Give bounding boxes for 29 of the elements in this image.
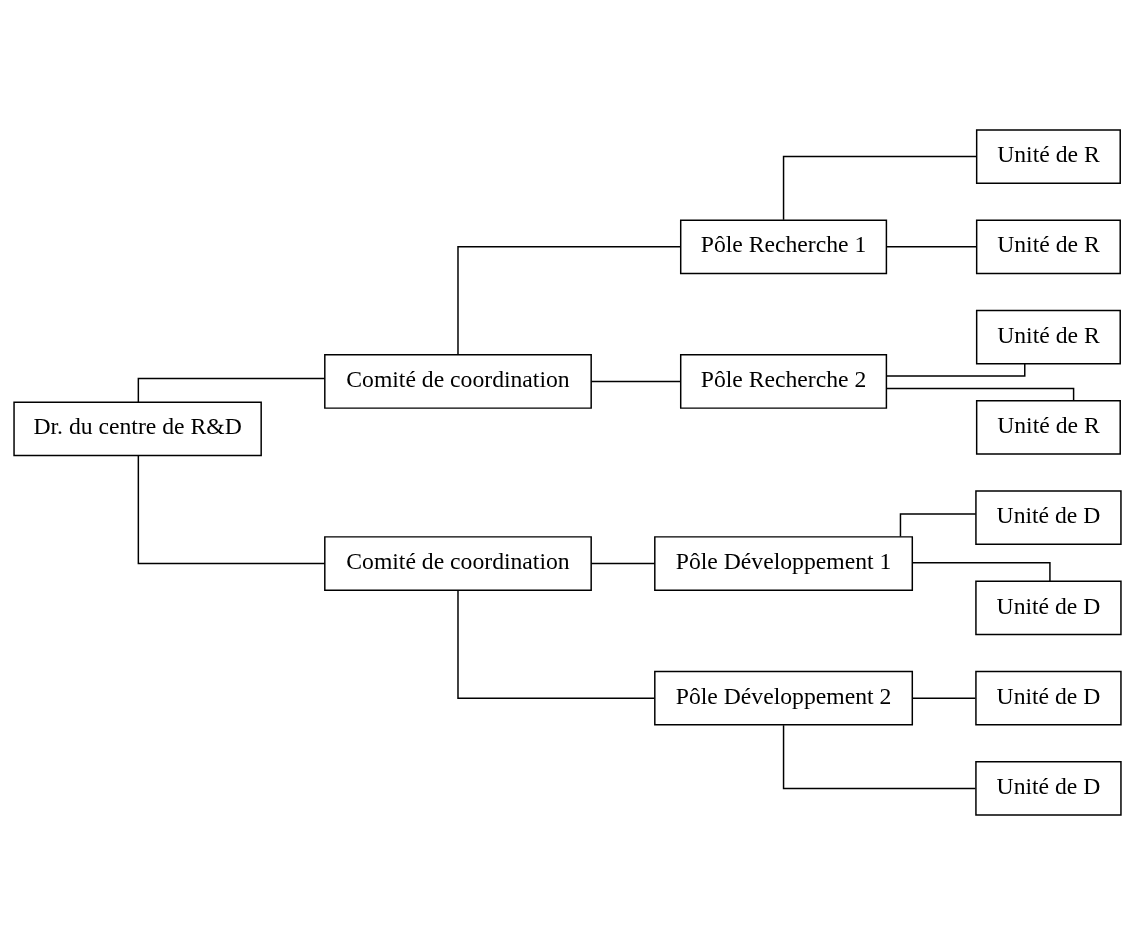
node-box: Unité de R bbox=[975, 128, 1121, 184]
node-box: Pôle Développement 1 bbox=[654, 535, 914, 591]
node-box: Pôle Recherche 1 bbox=[679, 218, 888, 274]
connector bbox=[911, 696, 977, 699]
connector bbox=[457, 589, 656, 699]
node-box: Unité de R bbox=[975, 399, 1121, 455]
connector bbox=[899, 512, 977, 537]
node-box: Unité de R bbox=[975, 309, 1121, 364]
connector bbox=[885, 387, 1075, 401]
node-box: Unité de D bbox=[975, 670, 1122, 726]
connector bbox=[885, 362, 1026, 377]
node-box: Unité de D bbox=[975, 489, 1122, 545]
node-box: Comité de coordination bbox=[324, 353, 592, 409]
node-box: Unité de D bbox=[975, 580, 1122, 635]
connector bbox=[782, 155, 977, 220]
node-box: Unité de R bbox=[975, 218, 1121, 274]
node-box: Pôle Développement 2 bbox=[654, 670, 914, 726]
node-box: Pôle Recherche 2 bbox=[679, 353, 888, 409]
connector bbox=[137, 377, 326, 403]
connector bbox=[137, 454, 326, 564]
node-box: Comité de coordination bbox=[324, 535, 592, 591]
connector bbox=[886, 245, 978, 248]
connector bbox=[782, 724, 977, 789]
connector bbox=[590, 562, 656, 564]
connector bbox=[590, 380, 682, 382]
connector bbox=[911, 561, 1051, 582]
connector bbox=[457, 245, 682, 355]
node-box: Unité de D bbox=[975, 760, 1122, 816]
node-box: Dr. du centre de R&D bbox=[13, 400, 262, 456]
